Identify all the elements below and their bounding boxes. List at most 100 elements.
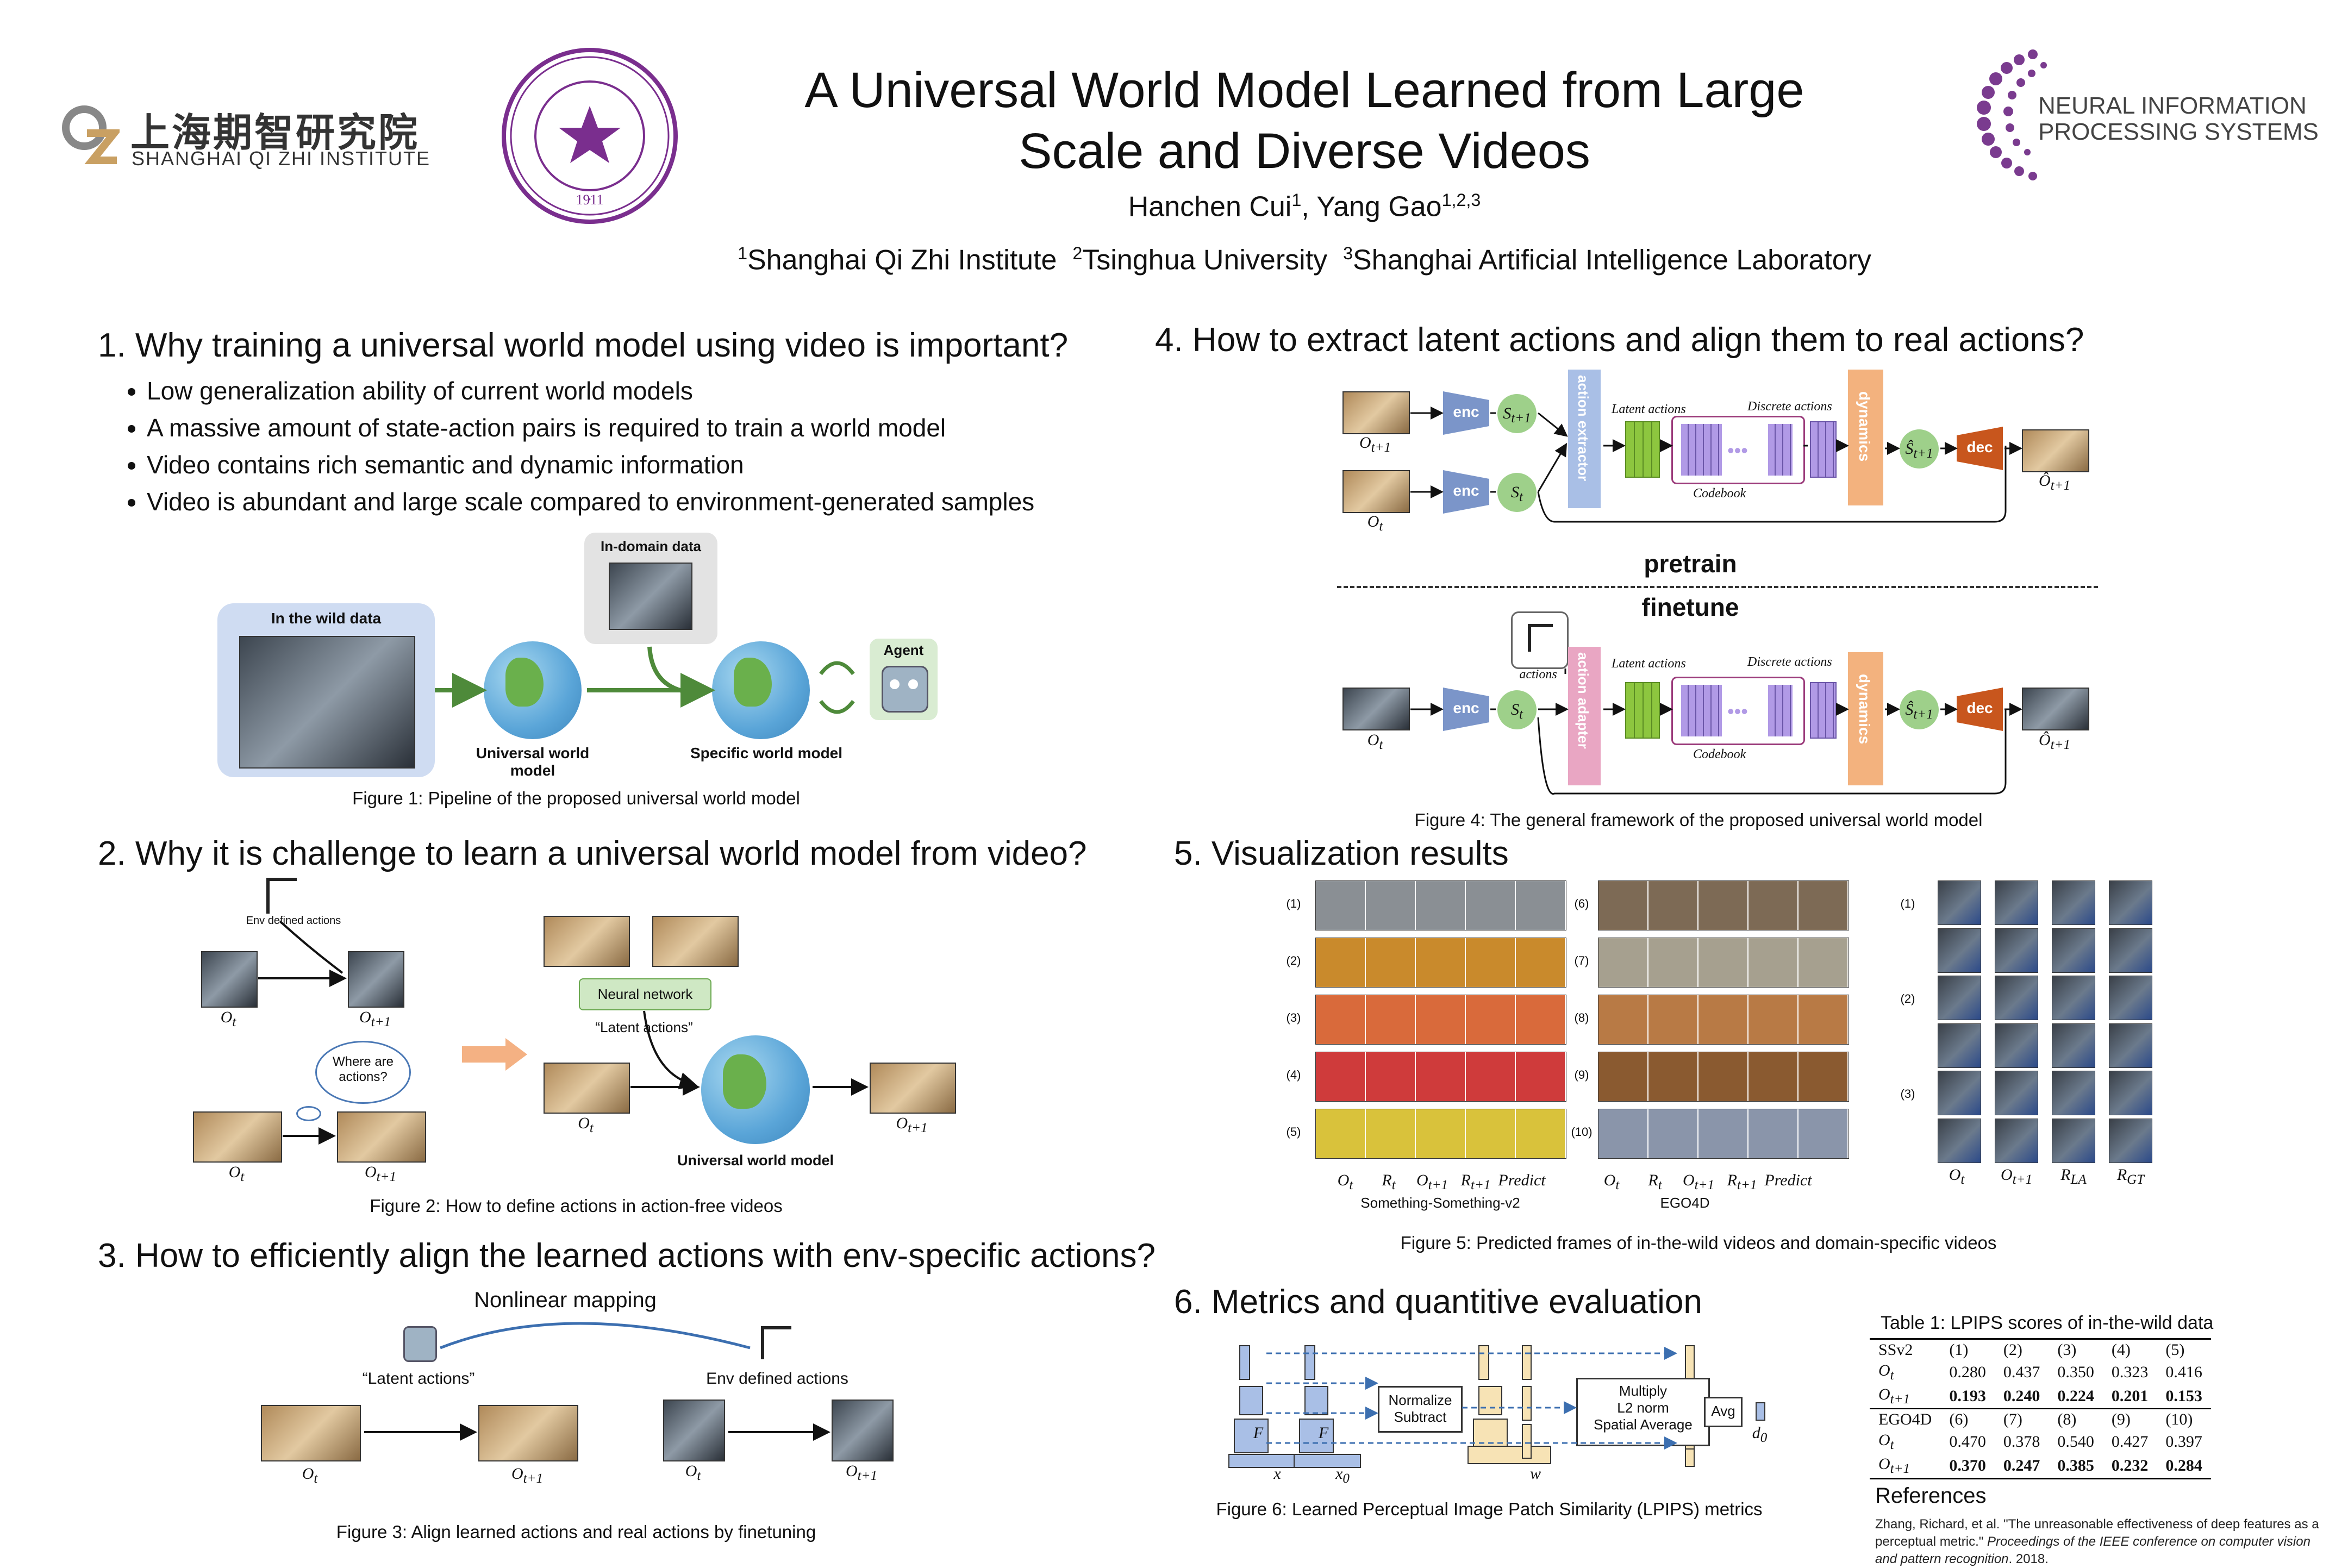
frame-ot1 (478, 1405, 578, 1461)
state-pred: Ŝt+1 (1900, 690, 1939, 729)
figure-4-caption: Figure 4: The general framework of the p… (1414, 810, 1983, 830)
col-label-right: RGT (2116, 1166, 2145, 1187)
grid-frame (2109, 880, 2152, 925)
table-1: Table 1: LPIPS scores of in-the-wild dat… (1870, 1313, 2272, 1479)
figure-1: In the wild data In-domain data Universa… (217, 533, 957, 779)
latent-actions-label: Latent actions (1612, 402, 1686, 416)
discrete-action-stack (1810, 421, 1837, 478)
table-cell: 0.540 (2057, 1433, 2094, 1451)
feature-block (1239, 1345, 1250, 1380)
grid-frame (1938, 1071, 1981, 1115)
universal-globe-icon (701, 1035, 810, 1144)
d0-label: d0 (1752, 1424, 1768, 1445)
ot1-label: Ot+1 (511, 1465, 543, 1486)
qizhi-logo-cn: 上海期智研究院 (130, 111, 420, 155)
action-adapter-label: action adapter (1575, 652, 1591, 749)
specific-globe-icon (712, 641, 810, 739)
table-cell: 0.350 (2057, 1363, 2094, 1381)
dynamics-block: dynamics (1848, 370, 1883, 505)
state-pred: Ŝt+1 (1900, 429, 1939, 468)
subtract-label: Subtract (1394, 1409, 1447, 1425)
neurips-line-1: NEURAL INFORMATION (2038, 92, 2307, 119)
codebook-dots: ••• (1727, 700, 1748, 722)
frame-strip (1315, 1109, 1566, 1159)
grid-frame (2052, 1071, 2095, 1115)
discrete-actions-label: Discrete actions (1747, 399, 1832, 414)
frame-ot1-robot (348, 951, 404, 1008)
table-cell: 0.385 (2057, 1457, 2094, 1475)
table-header-cell: (8) (2057, 1410, 2077, 1428)
robot-icon (403, 1326, 437, 1362)
dynamics-label: dynamics (1856, 674, 1873, 745)
tsinghua-year: 1911 (576, 192, 604, 208)
row-label: (5) (1286, 1125, 1301, 1139)
x-label: x (1273, 1465, 1281, 1483)
agent-label: Agent (883, 642, 924, 658)
grid-frame (1995, 1023, 2038, 1068)
frame-ot-robot (663, 1400, 725, 1461)
table-row-label: Ot (1878, 1361, 1894, 1383)
feature-block (1234, 1419, 1269, 1453)
row-label: (3) (1900, 1087, 1915, 1101)
codebook-box: ••• (1671, 416, 1805, 484)
feature-extractor-label: F (1318, 1424, 1329, 1442)
normalize-box: Normalize Subtract (1378, 1386, 1463, 1433)
title-line-1: A Universal World Model Learned from Lar… (804, 63, 1804, 118)
transition-arrow-head (505, 1038, 527, 1071)
where-actions-text: Where are actions? (332, 1054, 394, 1084)
frame-ot-box (193, 1111, 282, 1163)
indomain-data-image (609, 563, 692, 630)
tsinghua-seal-icon: · (502, 48, 678, 224)
grid-frame (1995, 1071, 2038, 1115)
svg-text:·: · (588, 191, 592, 207)
col-label-mid: Ot (1603, 1171, 1620, 1192)
frame-ot-mid (544, 1063, 630, 1114)
figure-3-caption: Figure 3: Align learned actions and real… (336, 1522, 816, 1542)
env-actions-label: Env defined actions (246, 915, 341, 927)
table-1-caption: Table 1: LPIPS scores of in-the-wild dat… (1881, 1313, 2214, 1333)
feature-block (1522, 1386, 1532, 1421)
state-st: St (1497, 690, 1537, 729)
frame-strip (1315, 938, 1566, 988)
frame-top-1 (544, 916, 630, 967)
indomain-data-box: In-domain data (584, 533, 717, 644)
table-cell: 0.397 (2165, 1433, 2202, 1451)
qizhi-logo-en: SHANGHAI QI ZHI INSTITUTE (132, 147, 431, 170)
table-row-label: Ot (1878, 1431, 1894, 1452)
grid-frame (2109, 1071, 2152, 1115)
frame-ot1-box (337, 1111, 426, 1163)
ot1-label: Ot+1 (365, 1163, 396, 1184)
section-4-title: 4. How to extract latent actions and ali… (1155, 321, 2084, 359)
dec-block: dec (1957, 688, 2003, 731)
frame-strip (1315, 1052, 1566, 1102)
col-label-right: Ot (1949, 1166, 1965, 1187)
table-cell: 0.247 (2003, 1457, 2040, 1475)
universal-model-label: Universal world model (476, 745, 590, 779)
finetune-label: finetune (1641, 593, 1739, 621)
latent-action-stack (1625, 682, 1660, 739)
table-row-label: Ot+1 (1878, 1385, 1910, 1407)
frame-ot-robot (201, 951, 258, 1008)
grid-frame (2052, 1023, 2095, 1068)
frame-ot (261, 1405, 361, 1461)
mapping-label: Nonlinear mapping (474, 1288, 657, 1312)
table-cell: 0.437 (2003, 1363, 2040, 1381)
enc-label: enc (1453, 482, 1479, 499)
reference-item: Zhang, Richard, et al. "The unreasonable… (1875, 1517, 2319, 1566)
actions-label: actions (1519, 667, 1557, 682)
grid-frame (2052, 880, 2095, 925)
table-cell: 0.378 (2003, 1433, 2040, 1451)
specific-model-label: Specific world model (690, 745, 843, 761)
col-label-mid: Rt+1 (1727, 1171, 1757, 1192)
table-header-row: SSv2(1)(2)(3)(4)(5) (1870, 1339, 2211, 1361)
figure-5-caption: Figure 5: Predicted frames of in-the-wil… (1400, 1233, 1997, 1253)
frame-strip (1598, 1052, 1849, 1102)
frame-strip (1315, 995, 1566, 1045)
latent-actions-label: “Latent actions” (362, 1370, 475, 1388)
frame-pred (2022, 429, 2089, 472)
ot-label: Ot (302, 1465, 318, 1486)
row-label: (1) (1286, 897, 1301, 910)
